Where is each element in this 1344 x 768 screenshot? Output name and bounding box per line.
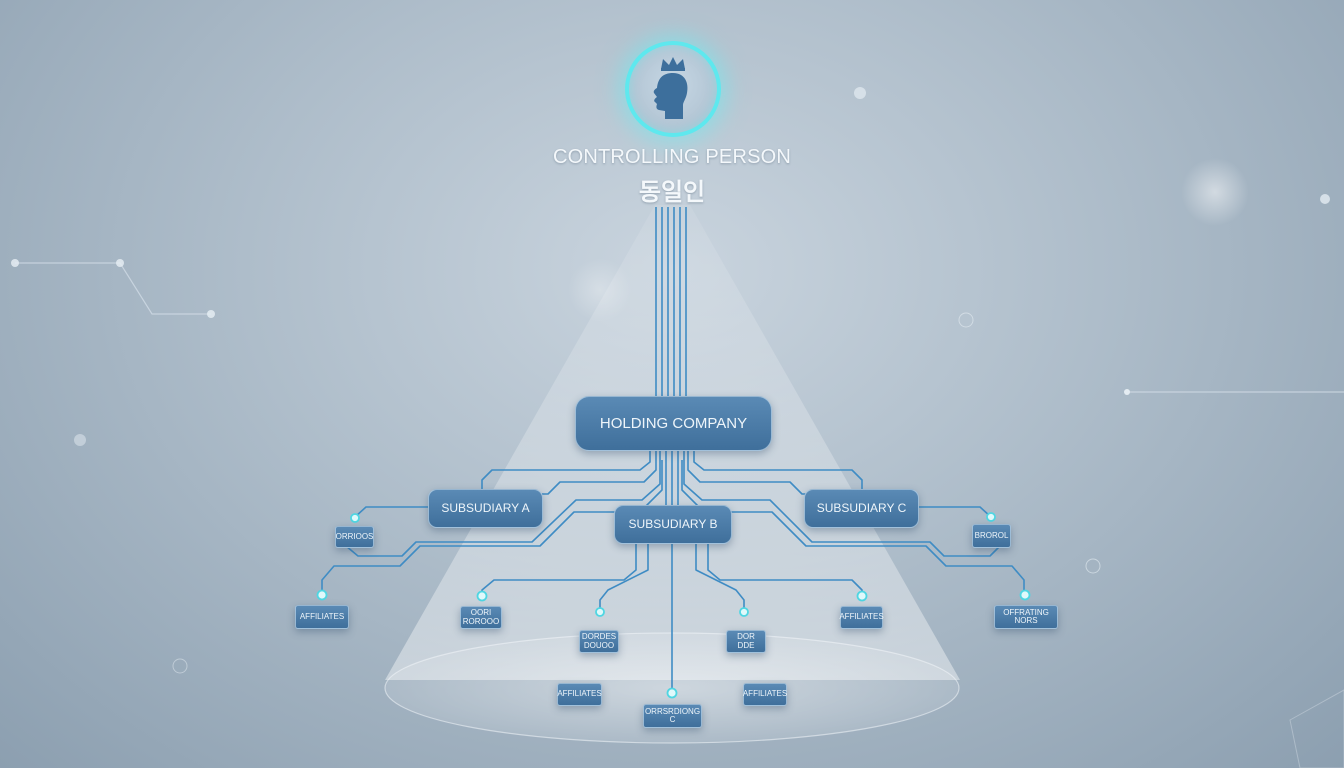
leaf-node-center-right[interactable]: DOR DDE	[726, 630, 766, 653]
connector-nodes	[316, 512, 1031, 699]
affiliates-node-far-left[interactable]: AFFILIATES	[295, 605, 349, 629]
decor-network-left	[15, 262, 211, 315]
leaf-node-right-top[interactable]: BROROL	[972, 524, 1011, 548]
subsidiary-a-node[interactable]: SUBSUDIARY A	[428, 489, 543, 528]
subsidiary-b-node[interactable]: SUBSUDIARY B	[614, 505, 732, 544]
controlling-person-title: CONTROLLING PERSON	[552, 146, 792, 168]
affiliates-node-bottom-right[interactable]: AFFILIATES	[743, 683, 787, 706]
ownership-lines	[655, 207, 687, 396]
subsidiary-c-node[interactable]: SUBSUDIARY C	[804, 489, 919, 528]
leaf-node-center-left[interactable]: DORDES DOUOO	[579, 630, 619, 653]
affiliates-node-bottom-left[interactable]: AFFILIATES	[557, 683, 602, 706]
leaf-node-left-top[interactable]: ORRIOOS	[335, 526, 374, 548]
operating-node[interactable]: OFFRATING NORS	[994, 605, 1058, 629]
holding-company-node[interactable]: HOLDING COMPANY	[575, 396, 772, 451]
leaf-node-bottom-center[interactable]: ORRSRDIONG C	[643, 704, 702, 728]
leaf-node-left-mid[interactable]: OORI ROROOO	[460, 606, 502, 629]
controlling-person-title-korean: 동일인	[638, 178, 706, 206]
controlling-person-header: CONTROLLING PERSON 동일인	[472, 0, 872, 210]
connector-lines	[321, 450, 1025, 690]
controlling-person-avatar[interactable]	[625, 41, 721, 137]
crowned-head-icon	[653, 57, 688, 119]
affiliates-node-right[interactable]: AFFILIATES	[839, 606, 884, 629]
